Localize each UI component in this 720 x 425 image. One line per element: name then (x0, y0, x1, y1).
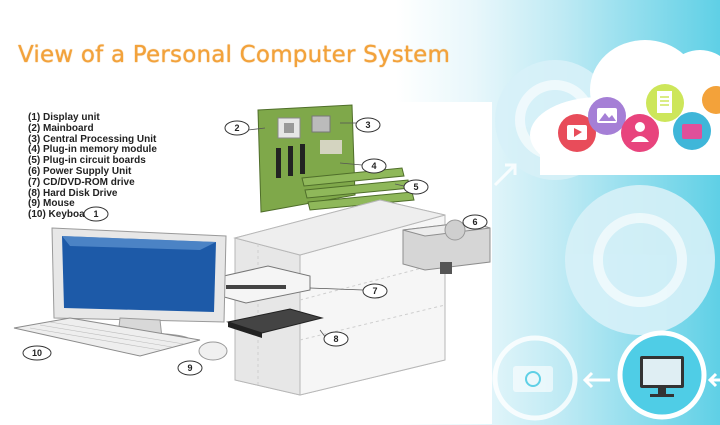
callout-4 (361, 158, 387, 174)
callout-3 (355, 117, 381, 133)
arrow-left-icon (707, 372, 720, 388)
callout-label-2: 2 (234, 123, 239, 133)
legend: (1) Display unit (2) Mainboard (3) Centr… (28, 112, 157, 221)
legend-item: (10) Keyboard (28, 209, 95, 221)
callout-label-5: 5 (413, 182, 418, 192)
mouse (198, 341, 228, 361)
callout-9 (177, 360, 203, 376)
mainboard (257, 104, 356, 213)
callout-label-10: 10 (32, 348, 42, 358)
callout-label-3: 3 (365, 120, 370, 130)
video-icon (558, 114, 596, 152)
callout-label-6: 6 (472, 217, 477, 227)
callout-label-1: 1 (93, 209, 98, 219)
callout-label-9: 9 (187, 363, 192, 373)
callout-5 (403, 179, 429, 195)
arrow-left-icon (582, 371, 610, 389)
legend-item: (1) Display unit (28, 112, 100, 123)
image-icon (588, 97, 626, 135)
partial-circle-icon (702, 86, 720, 114)
document-icon (646, 84, 684, 122)
legend-item: (2) Mainboard (28, 122, 94, 134)
user-icon (621, 114, 659, 152)
callout-label-7: 7 (372, 286, 377, 296)
callout-10 (22, 345, 52, 361)
callout-label-4: 4 (371, 161, 376, 171)
legend-item: (4) Plug-in memory module (28, 144, 157, 156)
page-title: View of a Personal Computer System (18, 42, 451, 68)
legend-item: (3) Central Processing Unit (28, 133, 157, 145)
callout-1 (83, 206, 109, 222)
callout-label-8: 8 (333, 334, 338, 344)
legend-item: (5) Plug-in circuit boards (28, 155, 146, 167)
keyboard (13, 317, 201, 357)
folder-icon (673, 112, 711, 150)
legend-item: (8) Hard Disk Drive (28, 187, 118, 199)
callouts (22, 117, 488, 376)
legend-item: (7) CD/DVD-ROM drive (28, 176, 135, 188)
power-supply-unit (402, 219, 491, 274)
legend-item: (9) Mouse (28, 198, 75, 210)
callout-8 (323, 331, 349, 347)
callout-6 (462, 214, 488, 230)
hard-disk-drive (226, 308, 324, 338)
legend-item: (6) Power Supply Unit (28, 165, 132, 177)
camera-icon (492, 335, 578, 421)
arrow-icon (493, 163, 517, 187)
callout-7 (362, 283, 388, 299)
monitor-icon (617, 330, 707, 420)
callout-2 (224, 120, 250, 136)
